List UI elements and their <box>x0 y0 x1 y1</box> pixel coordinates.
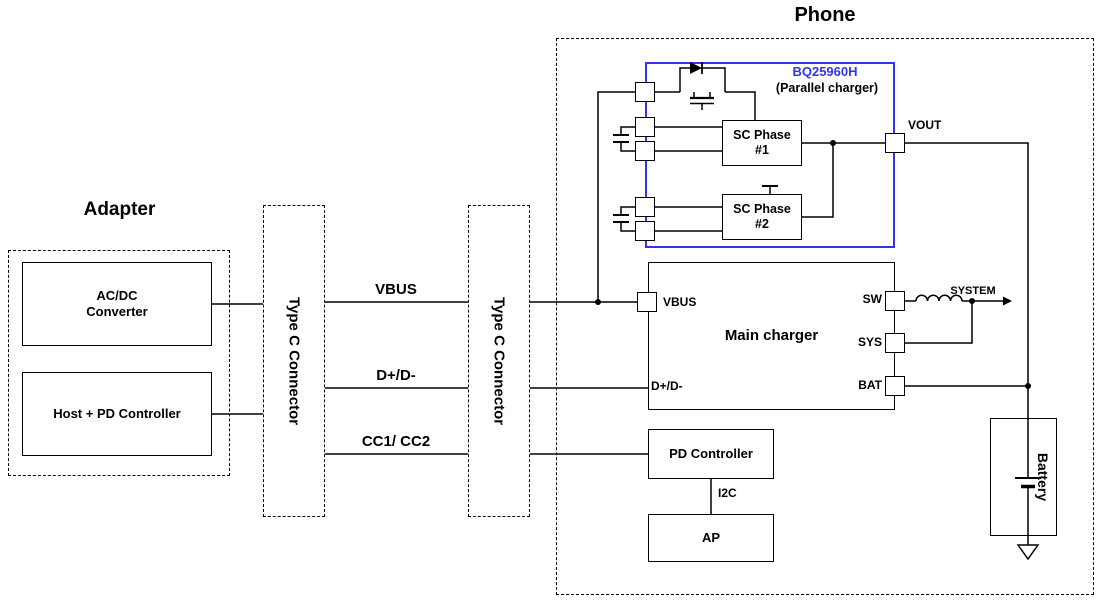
bq-pin-cfly2-top <box>635 197 655 217</box>
adapter-title: Adapter <box>83 199 156 220</box>
vbus-signal-label: VBUS <box>375 281 417 298</box>
cc-signal-label: CC1/ CC2 <box>361 433 431 450</box>
type-c-connector-2-box: Type C Connector <box>468 205 530 517</box>
bq-pin-cfly1-bottom <box>635 141 655 161</box>
phone-title: Phone <box>794 4 856 26</box>
sc-phase-2-box: SC Phase #2 <box>722 194 802 240</box>
adapter-group-box <box>8 250 230 476</box>
main-charger-pin-bat <box>885 376 905 396</box>
acdc-converter-box: AC/DC Converter <box>22 262 212 346</box>
bat-pin-label: BAT <box>858 378 882 392</box>
type-c-connector-2-label: Type C Connector <box>490 296 508 426</box>
main-charger-pin-vbus <box>637 292 657 312</box>
battery-box: Battery <box>990 418 1057 536</box>
sw-pin-label: SW <box>862 292 882 306</box>
bq-pin-cfly2-bottom <box>635 221 655 241</box>
bq-pin-vbus-in <box>635 82 655 102</box>
vout-pin-label: VOUT <box>908 118 942 132</box>
main-charger-box: Main charger <box>648 262 895 410</box>
battery-label: Battery <box>1035 452 1051 502</box>
bq25960h-subtitle: (Parallel charger) <box>775 81 879 95</box>
main-charger-pin-sys <box>885 333 905 353</box>
data-pin-label: D+/D- <box>651 379 683 393</box>
sc-phase-1-box: SC Phase #1 <box>722 120 802 166</box>
sys-pin-label: SYS <box>857 335 882 349</box>
type-c-connector-1-label: Type C Connector <box>285 296 303 426</box>
bq-pin-cfly1-top <box>635 117 655 137</box>
pd-controller-box: PD Controller <box>648 429 774 479</box>
vbus-pin-label: VBUS <box>663 295 697 309</box>
bq25960h-name: BQ25960H <box>792 64 858 79</box>
i2c-label: I2C <box>718 486 737 500</box>
system-label: SYSTEM <box>950 285 996 297</box>
bq-pin-vout <box>885 133 905 153</box>
type-c-connector-1-box: Type C Connector <box>263 205 325 517</box>
phone-group-box <box>556 38 1094 595</box>
main-charger-pin-sw <box>885 291 905 311</box>
host-pd-controller-box: Host + PD Controller <box>22 372 212 456</box>
ap-box: AP <box>648 514 774 562</box>
data-signal-label: D+/D- <box>376 367 416 384</box>
